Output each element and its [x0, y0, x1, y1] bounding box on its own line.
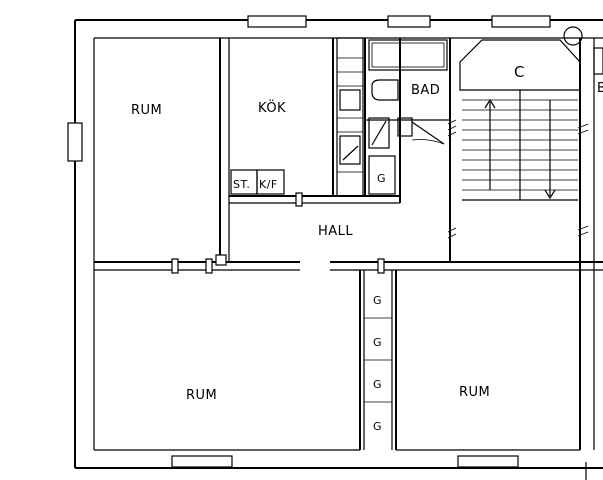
closets — [363, 270, 393, 450]
label-g-closet-3: G — [373, 378, 382, 391]
bath-closet — [368, 155, 396, 195]
label-rum-top-left: RUM — [131, 103, 162, 118]
label-st: ST. — [233, 178, 250, 191]
stove — [339, 89, 361, 111]
label-kok: KÖK — [258, 99, 286, 116]
window-top-1 — [247, 15, 307, 28]
toilet — [371, 79, 399, 101]
wall-piers — [171, 192, 385, 274]
interior-walls — [94, 38, 603, 450]
bathtub — [368, 39, 448, 71]
bathroom-fixtures — [368, 39, 448, 195]
window-bottom-2 — [457, 455, 519, 468]
window-top-3 — [491, 15, 551, 28]
stair-treads — [462, 99, 578, 201]
room-labels: RUM KÖK BAD C B HALL RUM RUM — [131, 63, 603, 403]
washbasin — [397, 117, 413, 137]
stair-landing — [459, 39, 581, 91]
windows — [67, 15, 551, 468]
kf-box — [256, 169, 285, 195]
label-hall: HALL — [318, 224, 353, 239]
stair-lamp-icon — [563, 26, 583, 46]
sink — [339, 135, 361, 165]
label-stair: C — [514, 63, 525, 81]
label-g-closet-4: G — [373, 420, 382, 433]
outer-walls — [74, 19, 603, 480]
label-g-closet-2: G — [373, 336, 382, 349]
window-left — [67, 122, 83, 162]
stairwell — [447, 26, 603, 239]
window-bottom-1 — [171, 455, 233, 468]
fixture-labels: ST. K/F G G G G G — [233, 172, 386, 433]
label-edge-letter: B — [597, 81, 603, 96]
kitchen-appliances — [230, 169, 285, 195]
label-rum-bottom-left: RUM — [186, 388, 217, 403]
label-g-bath: G — [377, 172, 386, 185]
kitchen-counter — [336, 37, 364, 197]
label-g-closet-1: G — [373, 294, 382, 307]
window-top-2 — [387, 15, 431, 28]
label-kf: K/F — [259, 178, 278, 191]
label-rum-bottom-right: RUM — [459, 385, 490, 400]
label-bad: BAD — [411, 83, 440, 98]
